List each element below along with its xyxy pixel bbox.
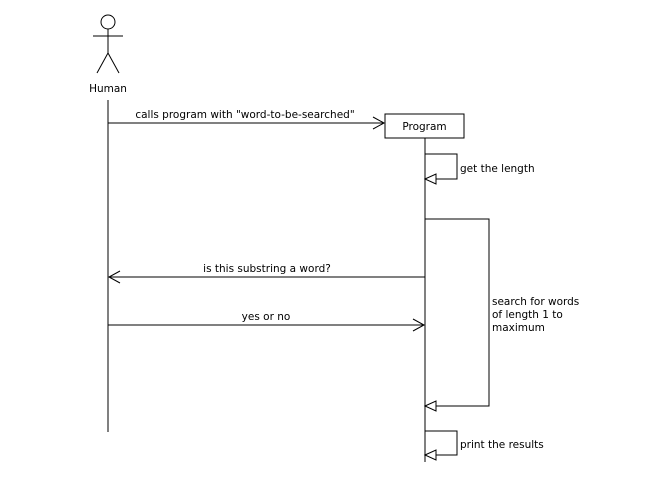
human-actor-icon	[93, 14, 123, 74]
call-message-label: calls program with "word-to-be-searched"	[135, 109, 354, 121]
print-results-label: print the results	[460, 439, 544, 451]
search-label-line-1: search for words	[492, 296, 579, 308]
hollow-triangle-arrowhead-icon	[423, 449, 437, 461]
human-label: Human	[89, 83, 127, 95]
search-label-line-2: of length 1 to	[492, 309, 563, 321]
get-length-self-call: get the length	[423, 153, 535, 185]
hollow-triangle-arrowhead-icon	[423, 173, 437, 185]
open-arrowhead-icon	[107, 270, 121, 284]
program-box: Program	[384, 113, 465, 139]
hollow-triangle-arrowhead-icon	[423, 400, 437, 412]
call-message: calls program with "word-to-be-searched"	[108, 109, 386, 130]
reply-message: yes or no	[108, 311, 426, 332]
search-label-line-3: maximum	[492, 322, 545, 334]
query-message-label: is this substring a word?	[203, 263, 331, 275]
search-self-call: search for words of length 1 to maximum	[423, 218, 579, 412]
print-self-call: print the results	[423, 430, 544, 461]
open-arrowhead-icon	[372, 116, 386, 130]
open-arrowhead-icon	[412, 318, 426, 332]
get-length-label: get the length	[460, 163, 535, 175]
reply-message-label: yes or no	[242, 311, 291, 323]
program-label: Program	[402, 121, 446, 133]
query-message: is this substring a word?	[107, 263, 425, 284]
